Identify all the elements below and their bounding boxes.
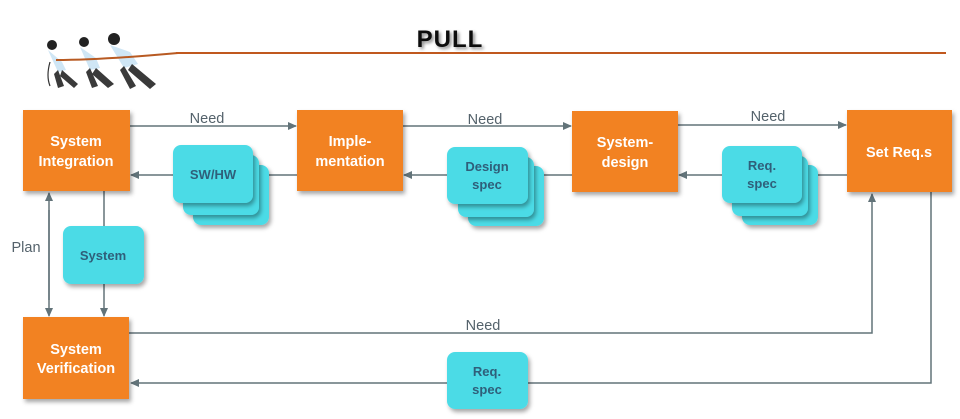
- artifact-card-system[interactable]: System: [63, 226, 144, 284]
- artifact-card-design-spec[interactable]: Design spec: [447, 147, 544, 226]
- process-box-system-design[interactable]: System- design: [572, 111, 678, 192]
- process-box-set-reqs[interactable]: Set Req.s: [847, 110, 952, 192]
- card-label-line: Req.: [748, 158, 776, 173]
- need-label-3: Need: [751, 109, 786, 125]
- card-label-line: spec: [472, 382, 502, 397]
- process-box-system-integration[interactable]: System Integration: [23, 110, 130, 191]
- box-label-line: Verification: [37, 361, 115, 377]
- card-label-line: Req.: [473, 364, 501, 379]
- box-label-line: Integration: [39, 154, 114, 170]
- process-box-system-verification[interactable]: System Verification: [23, 317, 129, 399]
- card-label-line: spec: [747, 176, 777, 191]
- box-label-line: mentation: [315, 154, 384, 170]
- artifact-card-sw-hw[interactable]: SW/HW: [173, 145, 269, 225]
- box-label-line: System: [50, 134, 102, 150]
- box-label-line: design: [602, 155, 649, 171]
- artifact-card-req-spec-top[interactable]: Req. spec: [722, 146, 818, 225]
- box-label-line: Imple-: [329, 134, 372, 150]
- box-label-line: System: [50, 342, 102, 358]
- card-stack-front: [173, 145, 253, 203]
- need-label-2: Need: [468, 112, 503, 128]
- box-label-line: Set Req.s: [866, 145, 932, 161]
- tug-of-war-people-icon: [47, 33, 179, 89]
- reqspec-arrow-setreqs-to-verification: [130, 192, 932, 387]
- pull-title: PULL: [417, 26, 484, 53]
- need-label-1: Need: [190, 111, 225, 127]
- card-label-line: Design: [465, 159, 508, 174]
- card-label-line: spec: [472, 177, 502, 192]
- card-label-line: System: [80, 248, 126, 263]
- box-label-line: System-: [597, 135, 654, 151]
- need-label-4: Need: [466, 318, 501, 334]
- plan-label: Plan: [11, 240, 40, 256]
- need-arrow-verification-to-setreqs: [129, 193, 876, 334]
- card-label-line: SW/HW: [190, 167, 237, 182]
- artifact-card-req-spec-bottom[interactable]: Req. spec: [447, 352, 528, 409]
- card-stack-front: [722, 146, 802, 203]
- process-box-implementation[interactable]: Imple- mentation: [297, 110, 403, 191]
- card-stack-front: [447, 147, 528, 204]
